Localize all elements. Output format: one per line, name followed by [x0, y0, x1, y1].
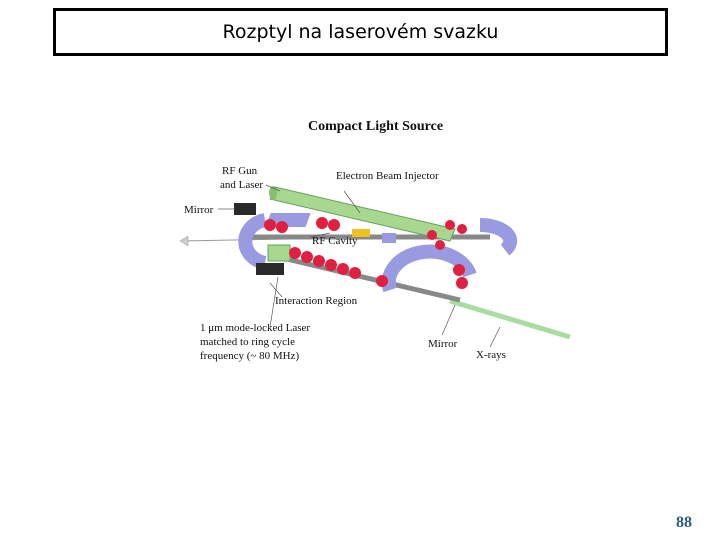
label-mirror-left: Mirror	[184, 204, 214, 216]
quadrupole-magnets	[264, 217, 468, 289]
rf-cavity	[352, 229, 370, 237]
leader-lines	[218, 184, 501, 348]
rf-cavity-mount	[382, 233, 396, 243]
laser-box	[256, 263, 284, 275]
electron-injector	[269, 186, 456, 242]
label-rf-cavity: RF Cavity	[312, 235, 358, 247]
label-interaction-region: Interaction Region	[275, 295, 358, 307]
xray-beam	[449, 298, 571, 340]
dipole-lower-right	[381, 244, 477, 293]
label-xrays: X-rays	[476, 349, 506, 361]
label-laser-line3: frequency (~ 80 MHz)	[200, 350, 299, 362]
label-rf-gun-2: and Laser	[220, 179, 263, 191]
beam-pipe-lower	[269, 252, 461, 303]
diagram-heading: Compact Light Source	[308, 119, 443, 134]
laser-arrow	[179, 235, 189, 247]
compact-light-source-diagram: Compact Light Source	[179, 119, 571, 362]
interaction-block	[267, 244, 291, 262]
dipole-left	[238, 213, 267, 270]
label-electron-injector: Electron Beam Injector	[336, 170, 439, 182]
label-mirror-bottom: Mirror	[428, 338, 458, 350]
rf-gun-box	[234, 203, 256, 215]
slide-title: Rozptyl na laserovém svazku	[222, 21, 499, 43]
page-number: 88	[676, 514, 692, 531]
slide-title-box: Rozptyl na laserovém svazku	[53, 8, 668, 56]
dipole-top-left	[265, 213, 311, 227]
label-laser-line1: 1 μm mode-locked Laser	[200, 322, 310, 334]
label-rf-gun-1: RF Gun	[222, 165, 258, 177]
label-laser-line2: matched to ring cycle	[200, 336, 295, 348]
dipole-upper-right	[479, 217, 518, 256]
